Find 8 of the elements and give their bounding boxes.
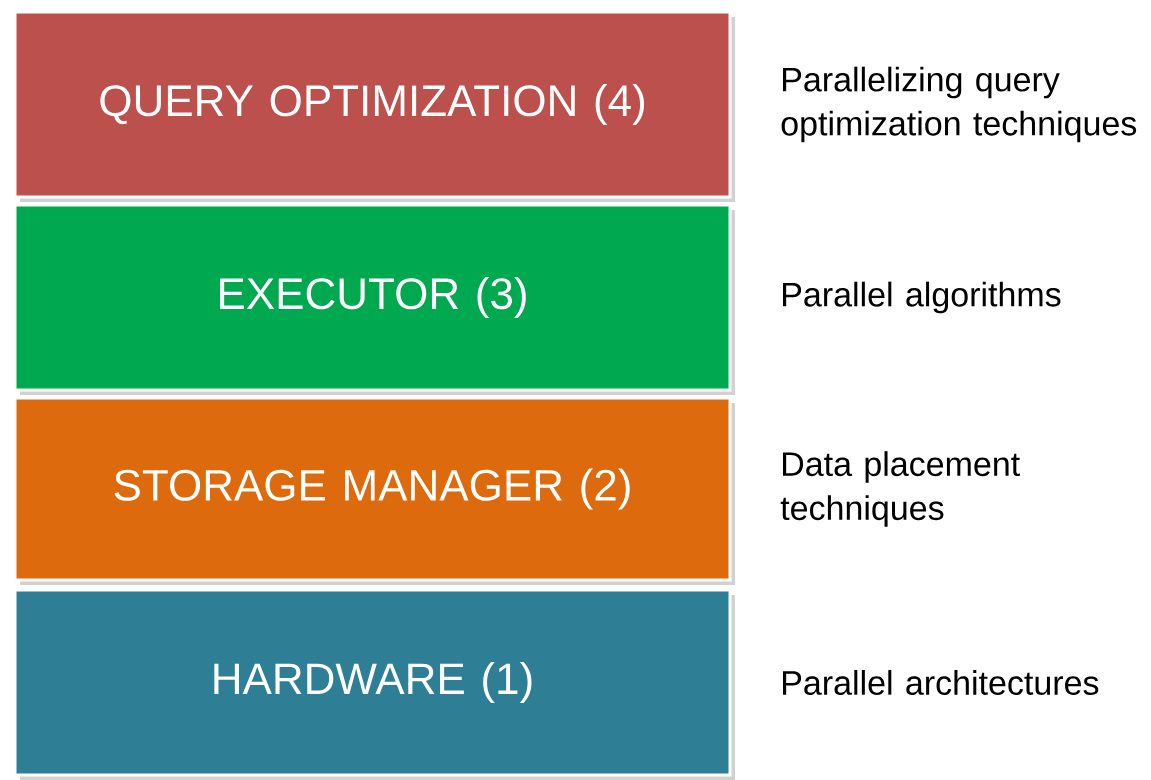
- layer-box: EXECUTOR (3): [13, 203, 735, 395]
- side-note: Data placement techniques: [780, 451, 1020, 527]
- side-note: Parallel architectures: [783, 670, 1099, 695]
- side-note: Parallelizing query optimization techniques: [781, 66, 1137, 143]
- layer-box: QUERY OPTIMIZATION (4): [13, 10, 735, 202]
- side-note: Parallel algorithms: [783, 281, 1061, 314]
- layer-box: HARDWARE (1): [13, 588, 735, 780]
- layer-box: STORAGE MANAGER (2): [13, 396, 735, 585]
